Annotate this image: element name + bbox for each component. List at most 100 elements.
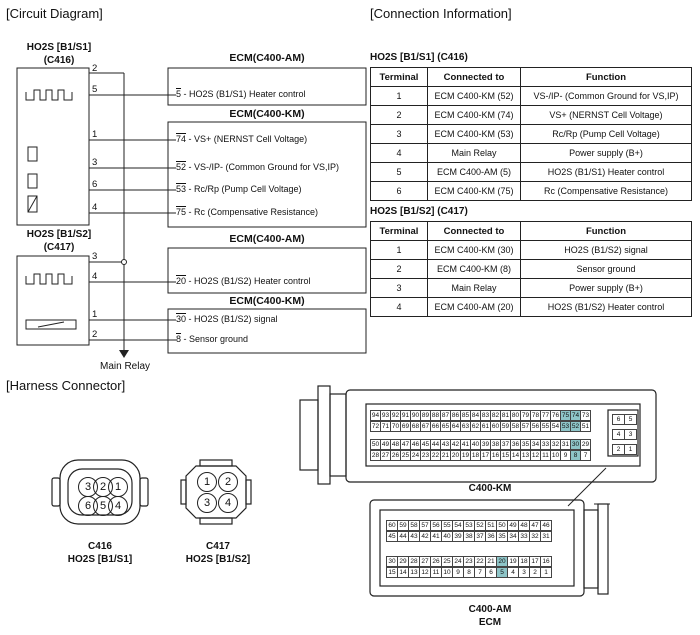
c417-pin: 2 [218, 472, 238, 492]
connector-pin: 3 [624, 429, 637, 440]
table-cell: 2 [370, 105, 428, 125]
main-relay-label: Main Relay [100, 361, 151, 372]
table-cell: 5 [370, 162, 428, 182]
c417-caption: C417 [206, 541, 230, 552]
sensor1-title: HO2S [B1/S1] [26, 42, 92, 53]
table-cell: ECM C400-KM (53) [427, 124, 521, 144]
c400-am-caption: C400-AM [468, 604, 512, 615]
connector-pin: 29 [580, 439, 591, 450]
table-cell: 3 [370, 124, 428, 144]
connector-pin: 31 [540, 531, 552, 542]
circuit-diagram-heading: [Circuit Diagram] [6, 6, 103, 21]
s1-pin: 3 [92, 157, 98, 168]
c416-pin: 4 [108, 496, 128, 516]
c400-km-caption: C400-KM [468, 483, 512, 494]
table-cell: Rc (Compensative Resistance) [520, 181, 692, 201]
col-header: Connected to [427, 67, 521, 87]
connector-pin: 46 [540, 520, 552, 531]
connector-pin: 1 [624, 444, 637, 455]
table-cell: HO2S (B1/S2) signal [520, 240, 692, 260]
table-cell: Power supply (B+) [520, 143, 692, 163]
ecm-km-title: ECM(C400-KM) [229, 108, 305, 120]
table-cell: VS-/IP- (Common Ground for VS,IP) [520, 86, 692, 106]
connector-pin: 7 [580, 450, 591, 461]
sensor2-connector: (C417) [43, 242, 75, 253]
table-cell: 1 [370, 86, 428, 106]
col-header: Function [520, 221, 692, 241]
col-header: Connected to [427, 221, 521, 241]
ecm-signal-row: 74 - VS+ (NERNST Cell Voltage) [176, 134, 308, 144]
ecm-signal-row: 53 - Rc/Rp (Pump Cell Voltage) [176, 184, 302, 194]
table-cell: HO2S (B1/S2) Heater control [520, 297, 692, 317]
harness-connector-heading: [Harness Connector] [6, 378, 126, 393]
ecm-caption: ECM [478, 617, 502, 628]
ecm-am-title: ECM(C400-AM) [229, 233, 305, 245]
c417-pin: 3 [197, 493, 217, 513]
ecm-signal-row: 30 - HO2S (B1/S2) signal [176, 314, 278, 324]
table-cell: 4 [370, 297, 428, 317]
table-cell: Main Relay [427, 278, 521, 298]
connector-pin: 51 [580, 421, 591, 432]
s1-pin: 5 [92, 84, 98, 95]
col-header: Function [520, 67, 692, 87]
table-cell: VS+ (NERNST Cell Voltage) [520, 105, 692, 125]
table1-title: HO2S [B1/S1] (C416) [370, 52, 468, 63]
sensor1-connector: (C416) [43, 55, 75, 66]
connector-pin: 5 [624, 414, 637, 425]
table-cell: ECM C400-KM (52) [427, 86, 521, 106]
c416-pin: 1 [108, 477, 128, 497]
c416-subcaption: HO2S [B1/S1] [67, 554, 133, 565]
c416-caption: C416 [88, 541, 112, 552]
table-cell: Rc/Rp (Pump Cell Voltage) [520, 124, 692, 144]
ecm-signal-row: 5 - HO2S (B1/S1) Heater control [176, 89, 306, 99]
table-cell: 6 [370, 181, 428, 201]
table-cell: HO2S (B1/S1) Heater control [520, 162, 692, 182]
col-header: Terminal [370, 221, 428, 241]
table-cell: Power supply (B+) [520, 278, 692, 298]
circuit-wiring [16, 67, 367, 358]
table-cell: ECM C400-KM (8) [427, 259, 521, 279]
table-cell: 1 [370, 240, 428, 260]
table-cell: 2 [370, 259, 428, 279]
table-cell: 4 [370, 143, 428, 163]
ecm-signal-row: 20 - HO2S (B1/S2) Heater control [176, 276, 311, 286]
table-cell: Main Relay [427, 143, 521, 163]
c417-pin: 1 [197, 472, 217, 492]
ecm-signal-row: 52 - VS-/IP- (Common Ground for VS,IP) [176, 162, 340, 172]
ecm-km-title: ECM(C400-KM) [229, 295, 305, 307]
c417-pin: 4 [218, 493, 238, 513]
ecm-signal-row: 75 - Rc (Compensative Resistance) [176, 207, 319, 217]
s1-pin: 4 [92, 202, 98, 213]
table-cell: ECM C400-KM (75) [427, 181, 521, 201]
s1-pin: 6 [92, 179, 98, 190]
ecm-am-title: ECM(C400-AM) [229, 52, 305, 64]
harness-drawings [51, 385, 657, 597]
table2-title: HO2S [B1/S2] (C417) [370, 206, 468, 217]
s1-pin: 1 [92, 129, 98, 140]
sensor2-title: HO2S [B1/S2] [26, 229, 92, 240]
table-cell: ECM C400-KM (74) [427, 105, 521, 125]
s2-pin: 1 [92, 309, 98, 320]
table-cell: ECM C400-AM (5) [427, 162, 521, 182]
